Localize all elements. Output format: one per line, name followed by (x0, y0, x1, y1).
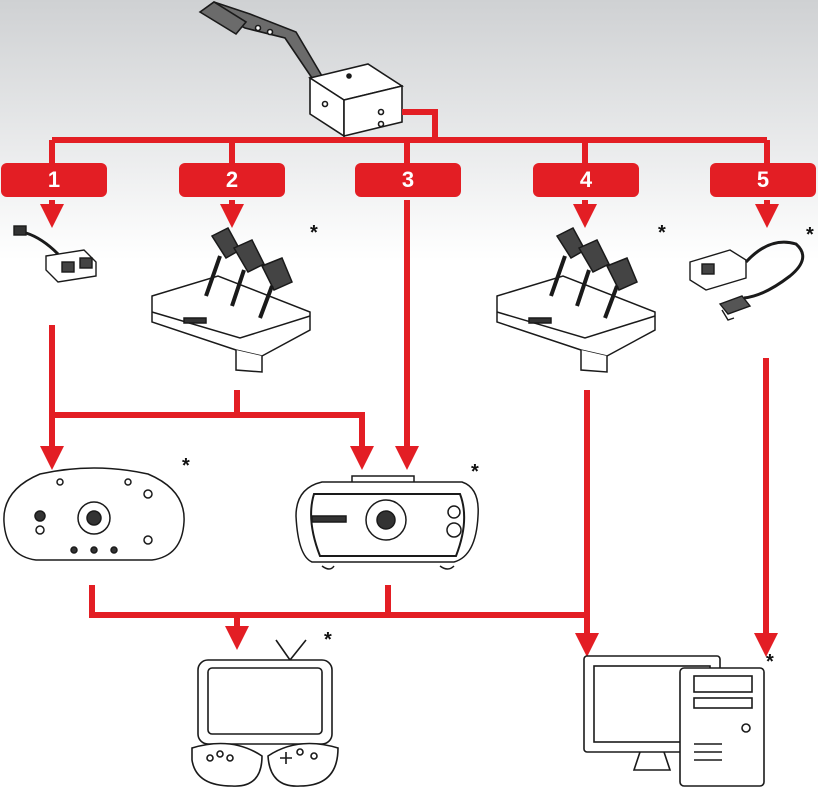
pedal-set-icon (496, 227, 656, 373)
rj12-splitter-adapter-icon (13, 225, 97, 283)
option-badge-1 (1, 163, 107, 197)
wheel-base-a-asterisk: * (182, 455, 190, 477)
game-console-tv-icon (191, 639, 339, 787)
pedals-2-asterisk: * (310, 222, 318, 244)
pc-computer-icon (583, 655, 765, 787)
pedals-4-asterisk: * (658, 222, 666, 244)
option-badge-4-label: 4 (579, 167, 593, 192)
option-badge-5-label: 5 (756, 167, 770, 192)
console-asterisk: * (324, 629, 332, 651)
option-badge-4 (533, 163, 639, 197)
option-badge-2 (179, 163, 285, 197)
option-badge-3-label: 3 (401, 167, 415, 192)
option-badge-5 (710, 163, 816, 197)
option-badge-2-label: 2 (225, 167, 239, 192)
usb-adapter-icon (689, 240, 805, 321)
usb-adapter-asterisk: * (806, 224, 814, 246)
option-badge-1-label: 1 (47, 167, 61, 192)
source-link-line (402, 109, 438, 140)
handbrake-shifter-icon (198, 1, 404, 138)
arrow-pedals-to-base-b (52, 412, 374, 470)
option-badge-3 (355, 163, 461, 197)
connector-lines (40, 109, 779, 657)
pc-asterisk: * (766, 651, 774, 673)
wheel-base-b-asterisk: * (471, 461, 479, 483)
option-badges (1, 163, 816, 197)
bases-output-bus-line (89, 585, 587, 618)
pedal-set-icon (151, 227, 311, 373)
wheel-base-rear-icon (295, 475, 479, 570)
wheel-base-rear-icon (3, 467, 185, 561)
